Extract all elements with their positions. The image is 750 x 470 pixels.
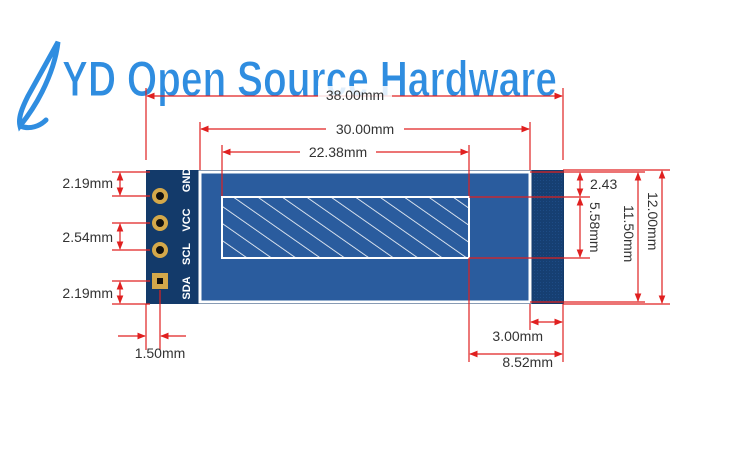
label-pin-pitch: 2.54mm bbox=[62, 229, 113, 245]
label-total-length: 38.00mm bbox=[326, 87, 384, 103]
label-active-right: 8.52mm bbox=[502, 354, 553, 370]
label-pin-edge-offset: 1.50mm bbox=[135, 345, 186, 361]
label-pin-bottom: 2.19mm bbox=[62, 285, 113, 301]
pin-label-sda: SDA bbox=[181, 276, 193, 299]
label-active-height: 5.58mm bbox=[587, 202, 603, 253]
label-pin-top: 2.19mm bbox=[62, 175, 113, 191]
oled-module: GND VCC SCL SDA bbox=[146, 168, 564, 304]
pin-label-gnd: GND bbox=[181, 168, 193, 193]
pin-pad-sda bbox=[152, 188, 168, 204]
pin-header bbox=[152, 188, 168, 289]
label-right-margin: 3.00mm bbox=[492, 328, 543, 344]
label-display-height: 11.50mm bbox=[621, 205, 637, 262]
label-active-top: 2.43 bbox=[590, 176, 617, 192]
dimension-labels: 38.00mm 30.00mm 22.38mm 2.19mm 2.54mm 2.… bbox=[62, 86, 661, 370]
pin-label-scl: SCL bbox=[181, 243, 193, 265]
brand-logo: YD Open Source Hardware bbox=[17, 40, 558, 132]
pin-label-vcc: VCC bbox=[181, 208, 193, 231]
label-board-height: 12.00mm bbox=[645, 192, 661, 250]
pin-labels: GND VCC SCL SDA bbox=[181, 168, 193, 300]
pin-pad-scl bbox=[152, 215, 168, 231]
pin-pad-vcc bbox=[152, 242, 168, 258]
pin-hole-gnd bbox=[157, 278, 163, 284]
active-area bbox=[221, 196, 470, 259]
label-display-width: 30.00mm bbox=[336, 121, 394, 137]
label-active-width: 22.38mm bbox=[309, 144, 367, 160]
display-flex-area bbox=[532, 172, 563, 302]
feather-pen-icon bbox=[17, 40, 61, 132]
brand-title: YD Open Source Hardware bbox=[62, 51, 557, 107]
